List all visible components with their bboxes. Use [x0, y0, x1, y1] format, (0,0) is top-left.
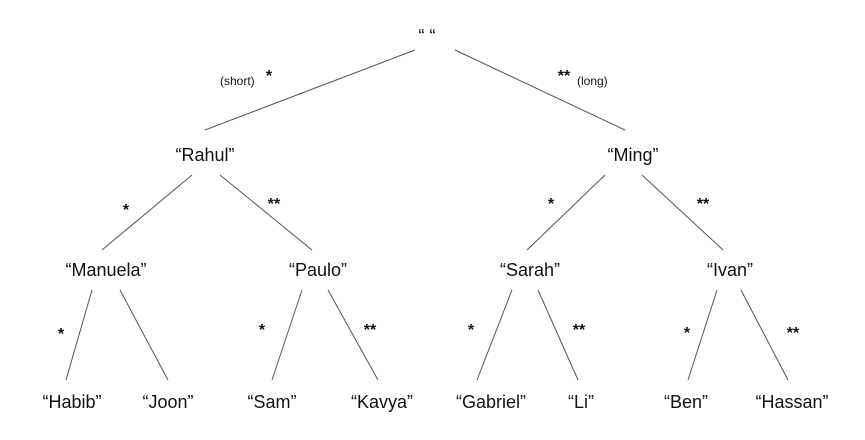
node-rahul: “Rahul”: [175, 145, 235, 165]
edge-sarah-gabriel: [476, 289, 513, 381]
edge-ming-ivan: [641, 174, 724, 251]
node-ivan: “Ivan”: [706, 260, 754, 280]
edge-label-ming-ivan: **: [696, 196, 710, 213]
edge-label-ivan-ben: *: [683, 325, 691, 342]
node-gabriel: “Gabriel”: [455, 392, 527, 412]
edge-rahul-manuela: [101, 174, 193, 251]
edge-label-sarah-li: **: [572, 322, 586, 339]
edge-label-rahul-paulo: **: [267, 196, 281, 213]
edge-rahul-paulo: [219, 174, 313, 251]
edge-label-sarah-gabriel: *: [467, 322, 475, 339]
node-joon: “Joon”: [142, 392, 194, 412]
node-habib: “Habib”: [42, 392, 102, 412]
edge-label-paulo-sam: *: [258, 322, 266, 339]
edge-root-ming: [454, 49, 626, 131]
edge-label-ming-sarah: *: [547, 196, 555, 213]
node-ming: “Ming”: [607, 145, 659, 165]
node-hassan: “Hassan”: [755, 392, 829, 412]
edge-label-root-ming: **: [557, 68, 571, 85]
node-ben: “Ben”: [663, 392, 709, 412]
node-paulo: “Paulo”: [288, 260, 348, 280]
edge-label-paulo-kavya: **: [363, 322, 377, 339]
edge-ivan-hassan: [740, 289, 789, 381]
edge-label-manuela-habib: *: [57, 326, 65, 343]
edge-label-ivan-hassan: **: [786, 325, 800, 342]
edge-label-rahul-manuela: *: [122, 202, 130, 219]
node-sarah: “Sarah”: [499, 260, 561, 280]
edge-label-root-rahul: *: [265, 68, 273, 85]
short-note: (short): [220, 74, 255, 88]
edge-sarah-li: [537, 289, 579, 381]
edge-manuela-joon: [119, 289, 169, 381]
long-note: (long): [577, 74, 608, 88]
edge-paulo-sam: [271, 289, 303, 381]
edge-manuela-habib: [65, 289, 93, 381]
node-root: “ “: [418, 26, 436, 46]
node-kavya: “Kavya”: [350, 392, 414, 412]
node-sam: “Sam”: [247, 392, 297, 412]
edge-ming-sarah: [526, 174, 606, 251]
node-li: “Li”: [568, 392, 594, 412]
node-manuela: “Manuela”: [65, 260, 147, 280]
edge-ivan-ben: [687, 289, 718, 381]
edge-paulo-kavya: [327, 289, 379, 381]
edge-root-rahul: [204, 49, 416, 131]
